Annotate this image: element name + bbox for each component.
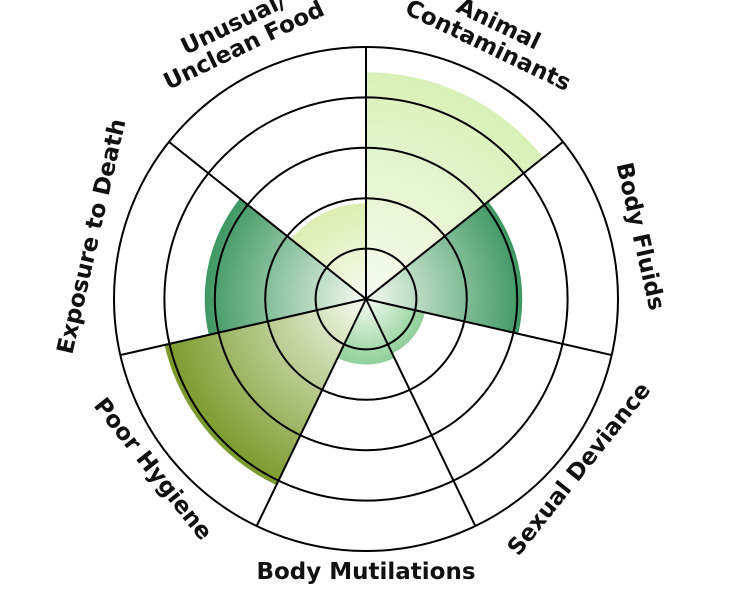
grid-spoke-5 [120,298,367,357]
category-label-body-fluids: Body Fluids [610,160,669,313]
category-label-line: Exposure to Death [53,116,132,356]
category-label-sexual-deviance: Sexual Deviance [503,378,656,561]
wedge-body-fluids [366,201,523,334]
grid-layer [113,46,619,552]
category-label-line: Body Mutilations [256,559,475,585]
wedge-layer [164,72,544,486]
grid-spoke-3 [365,298,477,527]
category-label-body-mutilations: Body Mutilations [256,559,475,585]
category-label-line: Body Fluids [610,160,669,313]
category-label-exposure-to-death: Exposure to Death [53,116,132,356]
wedge-animal-contaminants [366,72,544,300]
category-label-line: Sexual Deviance [503,378,656,561]
wedge-unusual-unclean-food [291,203,366,299]
grid-spoke-2 [365,298,612,357]
wedge-sexual-deviance [366,299,425,354]
grid-spoke-6 [168,141,367,300]
wedge-poor-hygiene [164,299,366,486]
wedge-exposure-to-death [204,198,366,335]
grid-spoke-4 [255,298,367,527]
grid-spoke-1 [365,141,564,300]
